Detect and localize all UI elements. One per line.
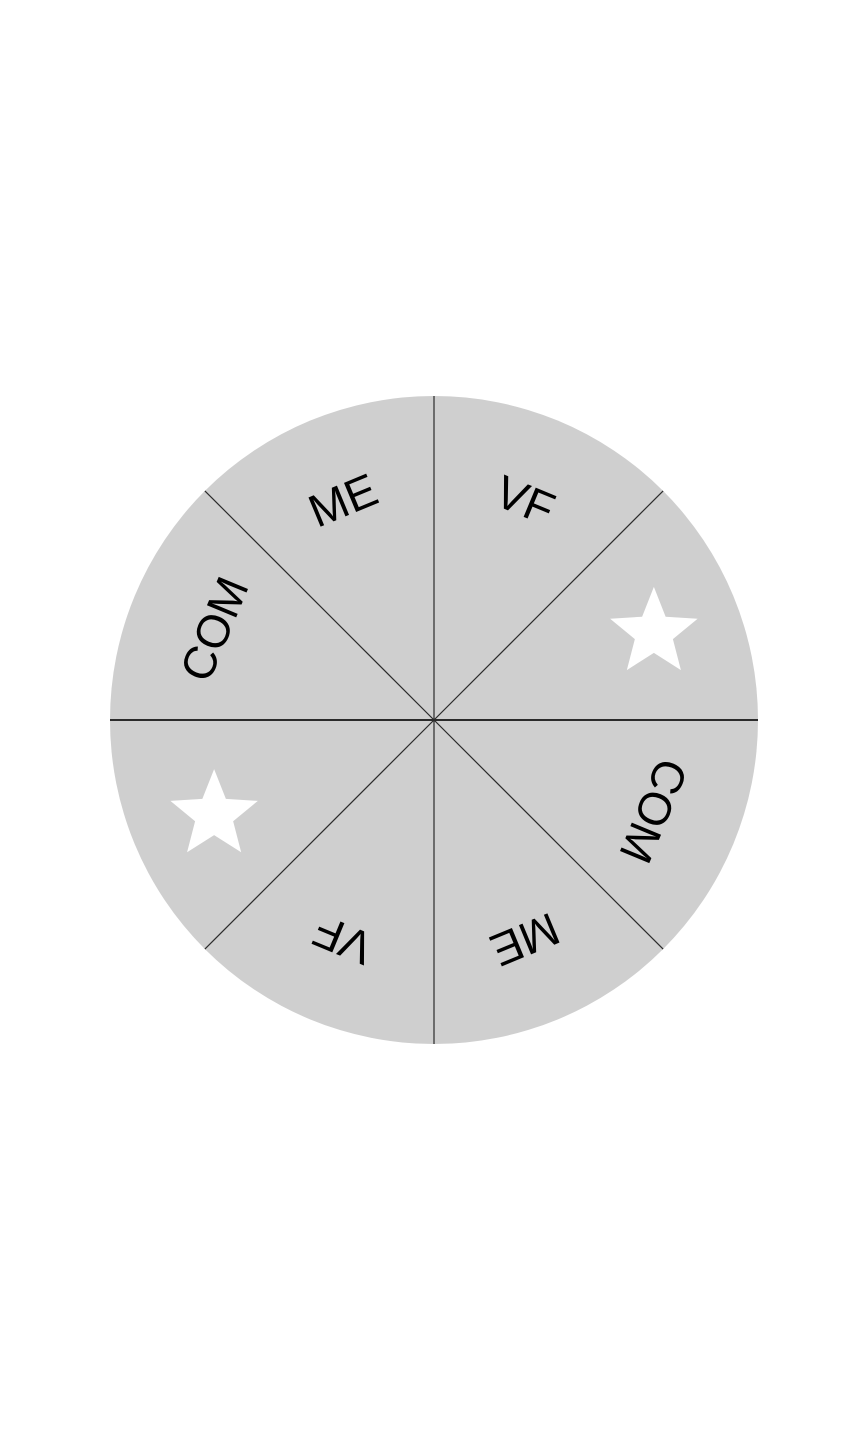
wheel-divider — [433, 490, 664, 721]
wheel-divider — [433, 719, 664, 950]
wheel-divider — [204, 719, 435, 950]
wheel-segment — [170, 769, 258, 853]
star-icon — [170, 769, 258, 853]
star-icon — [610, 586, 698, 671]
wheel-segment — [610, 586, 698, 671]
wheel-divider — [204, 490, 435, 721]
wheel-dividers — [110, 396, 758, 1044]
